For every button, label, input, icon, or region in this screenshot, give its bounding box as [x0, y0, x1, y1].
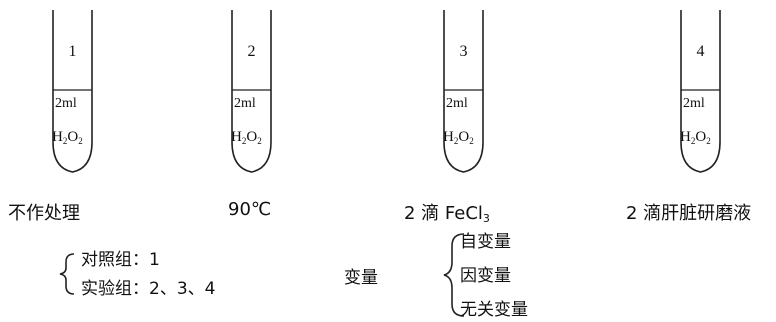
test-tube-4: 4 2ml H2O2	[680, 10, 721, 173]
treatment-tube-2: 90℃	[228, 199, 272, 220]
variable-brace	[443, 233, 465, 317]
tube-4-formula: H2O2	[680, 129, 711, 146]
tube-2-number: 2	[248, 43, 256, 60]
independent-variable: 自变量	[460, 232, 511, 252]
test-tube-2: 2 2ml H2O2	[231, 10, 272, 173]
treatment-tube-3: 2 滴 FeCl3	[404, 203, 490, 225]
experimental-group-label: 实验组：2、3、4	[81, 279, 216, 299]
tube-3-bottom	[443, 141, 484, 173]
tube-2-volume: 2ml	[234, 96, 256, 111]
test-tube-1: 1 2ml H2O2	[52, 10, 93, 173]
tube-4-volume: 2ml	[683, 96, 705, 111]
tube-1-bottom	[52, 141, 93, 173]
tube-2-formula: H2O2	[231, 129, 262, 146]
variable-label: 变量	[344, 268, 378, 288]
tube-3-volume: 2ml	[446, 96, 468, 111]
control-group-label: 对照组：1	[81, 250, 160, 270]
tube-3-number: 3	[460, 43, 468, 60]
test-tube-3: 3 2ml H2O2	[443, 10, 484, 173]
treatment-tube-4: 2 滴肝脏研磨液	[626, 203, 752, 224]
tube-4-bottom	[680, 141, 721, 173]
treatment-tube-1: 不作处理	[8, 203, 80, 224]
group-brace	[59, 253, 75, 295]
tube-1-number: 1	[69, 43, 77, 60]
tube-2-bottom	[231, 141, 272, 173]
tube-3-formula: H2O2	[443, 129, 474, 146]
tube-1-volume: 2ml	[55, 96, 77, 111]
irrelevant-variable: 无关变量	[460, 300, 528, 320]
tube-4-number: 4	[697, 43, 705, 60]
dependent-variable: 因变量	[460, 266, 511, 286]
tube-1-formula: H2O2	[52, 129, 83, 146]
